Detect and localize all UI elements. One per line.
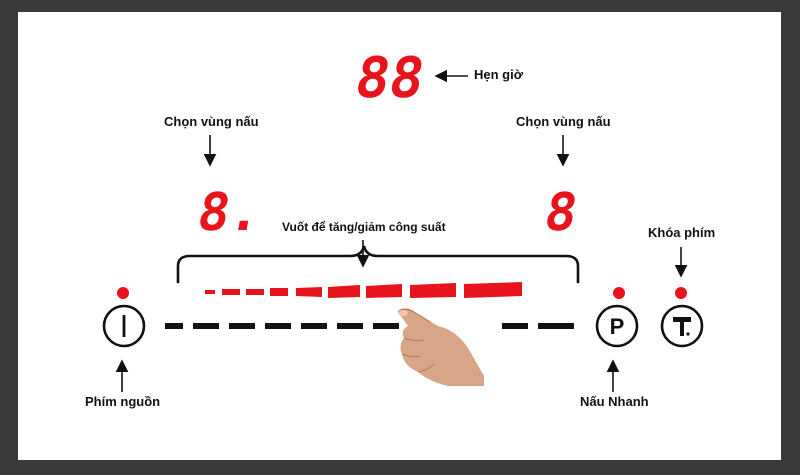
power-label: Phím nguồn [85,394,161,409]
key-lock-label: Khóa phím [648,225,716,240]
hand-illustration [397,308,484,386]
right-zone-label: Chọn vùng nấu [516,114,611,129]
control-panel [18,12,781,460]
quick-cook-label: Nấu Nhanh [580,394,649,409]
svg-text:8: 8 [540,182,582,243]
p-icon: P [610,314,625,339]
timer-display: 88 [350,46,429,111]
svg-text:88: 88 [350,46,429,111]
slider-brace [176,245,580,284]
right-zone-display: 8 [540,182,582,243]
power-button[interactable] [102,304,146,348]
power-level-bars [205,282,522,298]
left-zone-label: Chọn vùng nấu [164,114,259,129]
key-lock-indicator-dot [675,287,687,299]
quick-cook-button[interactable]: P [595,304,639,348]
lock-key-icon [673,317,691,336]
slider-label: Vuốt để tăng/giảm công suất [282,220,446,234]
power-indicator-dot [117,287,129,299]
quick-cook-indicator-dot [613,287,625,299]
key-lock-button[interactable] [660,304,704,348]
left-zone-display: 8. [193,182,266,243]
svg-text:8.: 8. [193,182,266,243]
timer-label: Hẹn giờ [474,67,523,82]
touch-slider[interactable] [165,323,574,329]
